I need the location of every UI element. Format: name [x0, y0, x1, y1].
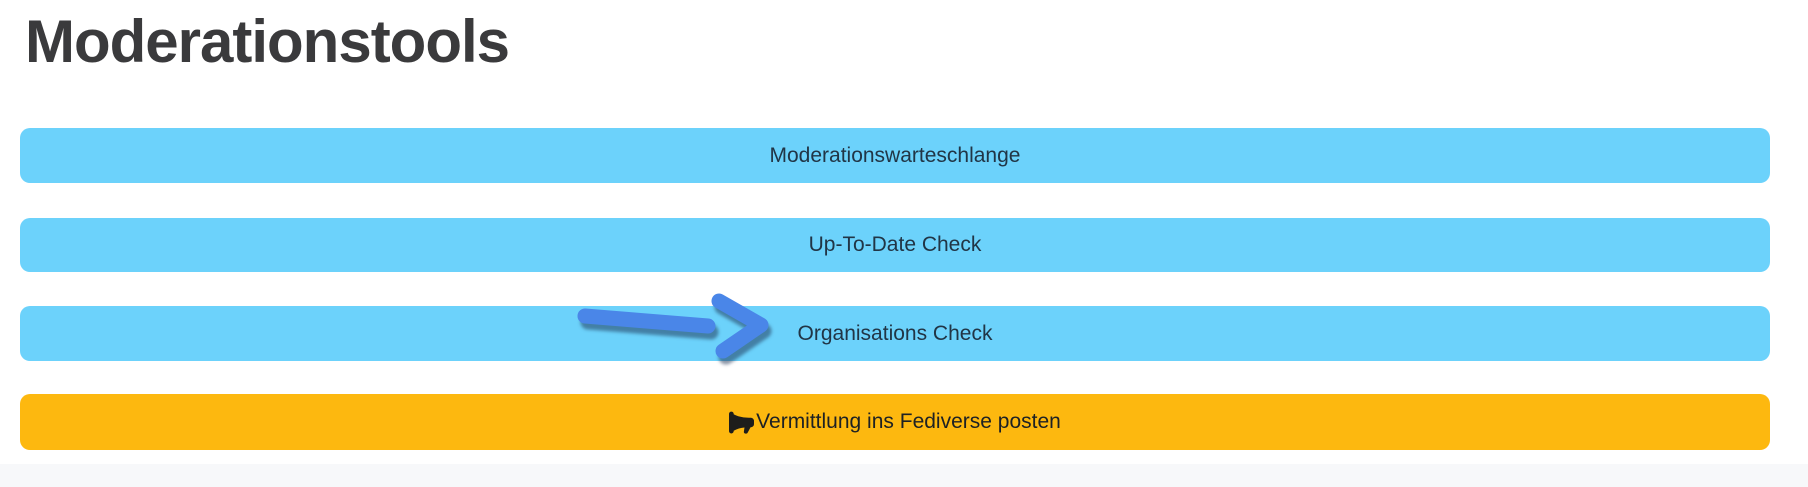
button-label: Up-To-Date Check — [808, 233, 982, 256]
button-label: Organisations Check — [797, 321, 993, 345]
up-to-date-check-button[interactable]: Up-To-Date Check — [20, 218, 1770, 272]
megaphone-icon — [729, 410, 755, 435]
footer-bar — [0, 464, 1808, 487]
button-label: Moderationswarteschlange — [769, 143, 1021, 167]
organisations-check-button[interactable]: Organisations Check — [20, 306, 1770, 361]
moderation-queue-button[interactable]: Moderationswarteschlange — [20, 128, 1770, 183]
button-label: Vermittlung ins Fediverse posten — [756, 410, 1061, 433]
post-to-fediverse-button[interactable]: Vermittlung ins Fediverse posten — [20, 394, 1770, 450]
page-title: Moderationstools — [25, 8, 510, 75]
